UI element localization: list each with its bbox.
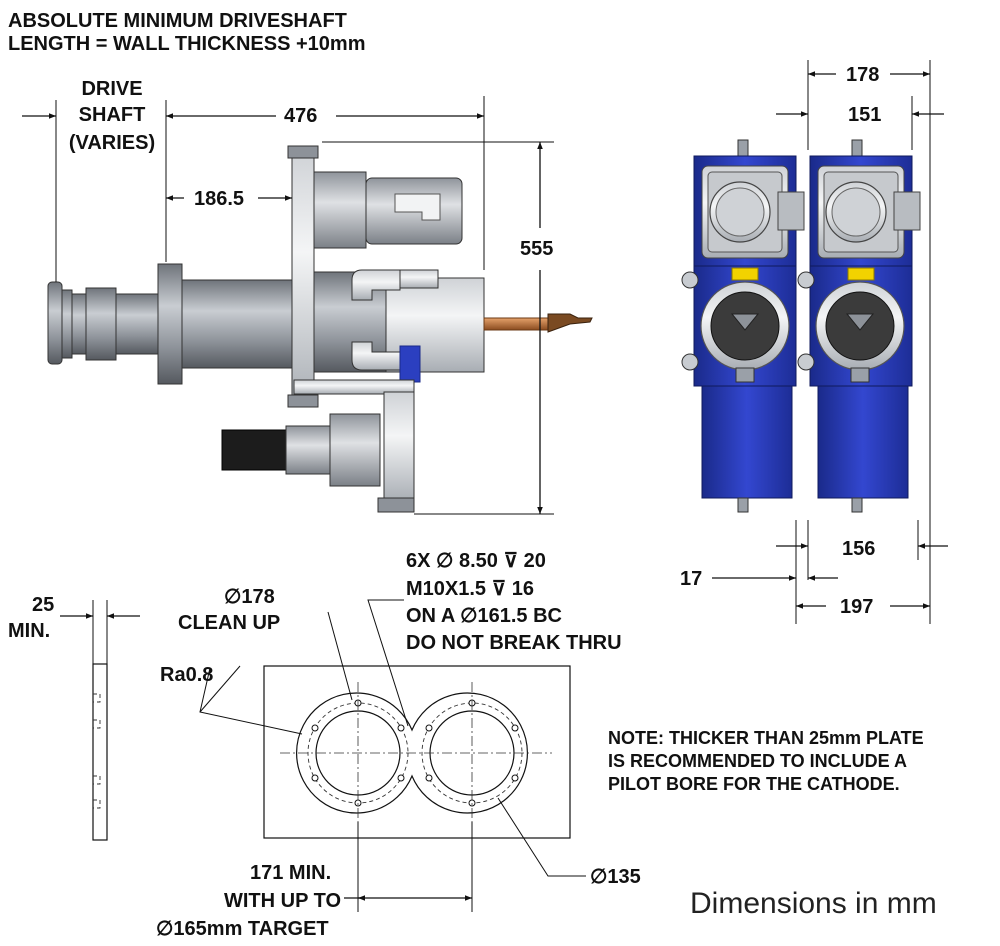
leader-holes xyxy=(367,599,409,727)
blue-clamp xyxy=(399,345,421,383)
motor-gearbox xyxy=(313,171,367,249)
front-view xyxy=(681,60,948,624)
lower-gearbox xyxy=(329,413,381,487)
plate-edge xyxy=(92,663,108,841)
wall-flange xyxy=(157,263,183,385)
header-line-2: LENGTH = WALL THICKNESS +10mm xyxy=(8,33,366,55)
dim-25-min: MIN. xyxy=(8,620,51,642)
diam-178-label: ∅178 xyxy=(224,586,275,608)
water-fitting-bottom xyxy=(351,341,401,371)
drive-shaft-label-2: SHAFT xyxy=(78,104,146,126)
lower-motor-cap xyxy=(221,429,287,471)
hole-note-2: M10X1.5 ⊽ 16 xyxy=(406,578,535,600)
drive-shaft-label-1: DRIVE xyxy=(81,78,143,100)
min-171-line1: 171 MIN. xyxy=(250,862,332,884)
water-fitting-top xyxy=(351,269,401,301)
dim-17: 17 xyxy=(680,568,703,590)
hole-note-3: ON A ∅161.5 BC xyxy=(406,605,562,627)
shaft-coupling xyxy=(85,287,117,361)
side-view xyxy=(22,96,593,515)
dim-197: 197 xyxy=(840,596,874,618)
dim-178: 178 xyxy=(846,64,880,86)
dim-186-5: 186.5 xyxy=(194,188,245,210)
dim-476: 476 xyxy=(284,105,318,127)
note-line-3: PILOT BORE FOR THE CATHODE. xyxy=(608,774,900,794)
hole-note-1: 6X ∅ 8.50 ⊽ 20 xyxy=(406,550,546,572)
dim-555: 555 xyxy=(520,238,554,260)
clean-up-label: CLEAN UP xyxy=(178,612,281,634)
mounting-plate xyxy=(263,665,571,839)
leader-diam-135 xyxy=(497,797,586,877)
cathode-unit-a xyxy=(681,139,805,513)
cathode-unit-b xyxy=(797,139,921,513)
note-line-1: NOTE: THICKER THAN 25mm PLATE xyxy=(608,728,924,748)
dim-156: 156 xyxy=(842,538,876,560)
drive-shaft-label-3: (VARIES) xyxy=(68,132,156,154)
dim-25: 25 xyxy=(32,594,55,616)
units-label: Dimensions in mm xyxy=(690,887,937,920)
header-line-1: ABSOLUTE MINIMUM DRIVESHAFT xyxy=(8,10,347,32)
hole-note-4: DO NOT BREAK THRU xyxy=(406,632,622,654)
dim-151: 151 xyxy=(848,104,882,126)
plate-front-view xyxy=(199,599,586,912)
mount-plate xyxy=(291,149,315,407)
diam-135-label: ∅135 xyxy=(590,866,641,888)
min-171-line2: WITH UP TO xyxy=(224,890,342,912)
feedthrough-body xyxy=(181,279,293,369)
plate-side-view xyxy=(60,600,140,841)
min-171-line3: ∅165mm TARGET xyxy=(156,918,329,940)
lower-motor xyxy=(285,425,331,475)
roughness-label: Ra0.8 xyxy=(160,664,214,686)
shaft-flange xyxy=(47,281,63,365)
clean-up-outline xyxy=(295,692,529,814)
lower-bracket xyxy=(383,391,415,503)
note-line-2: IS RECOMMENDED TO INCLUDE A xyxy=(608,751,908,771)
drive-shaft xyxy=(115,293,161,355)
leader-diam-178 xyxy=(327,611,353,701)
